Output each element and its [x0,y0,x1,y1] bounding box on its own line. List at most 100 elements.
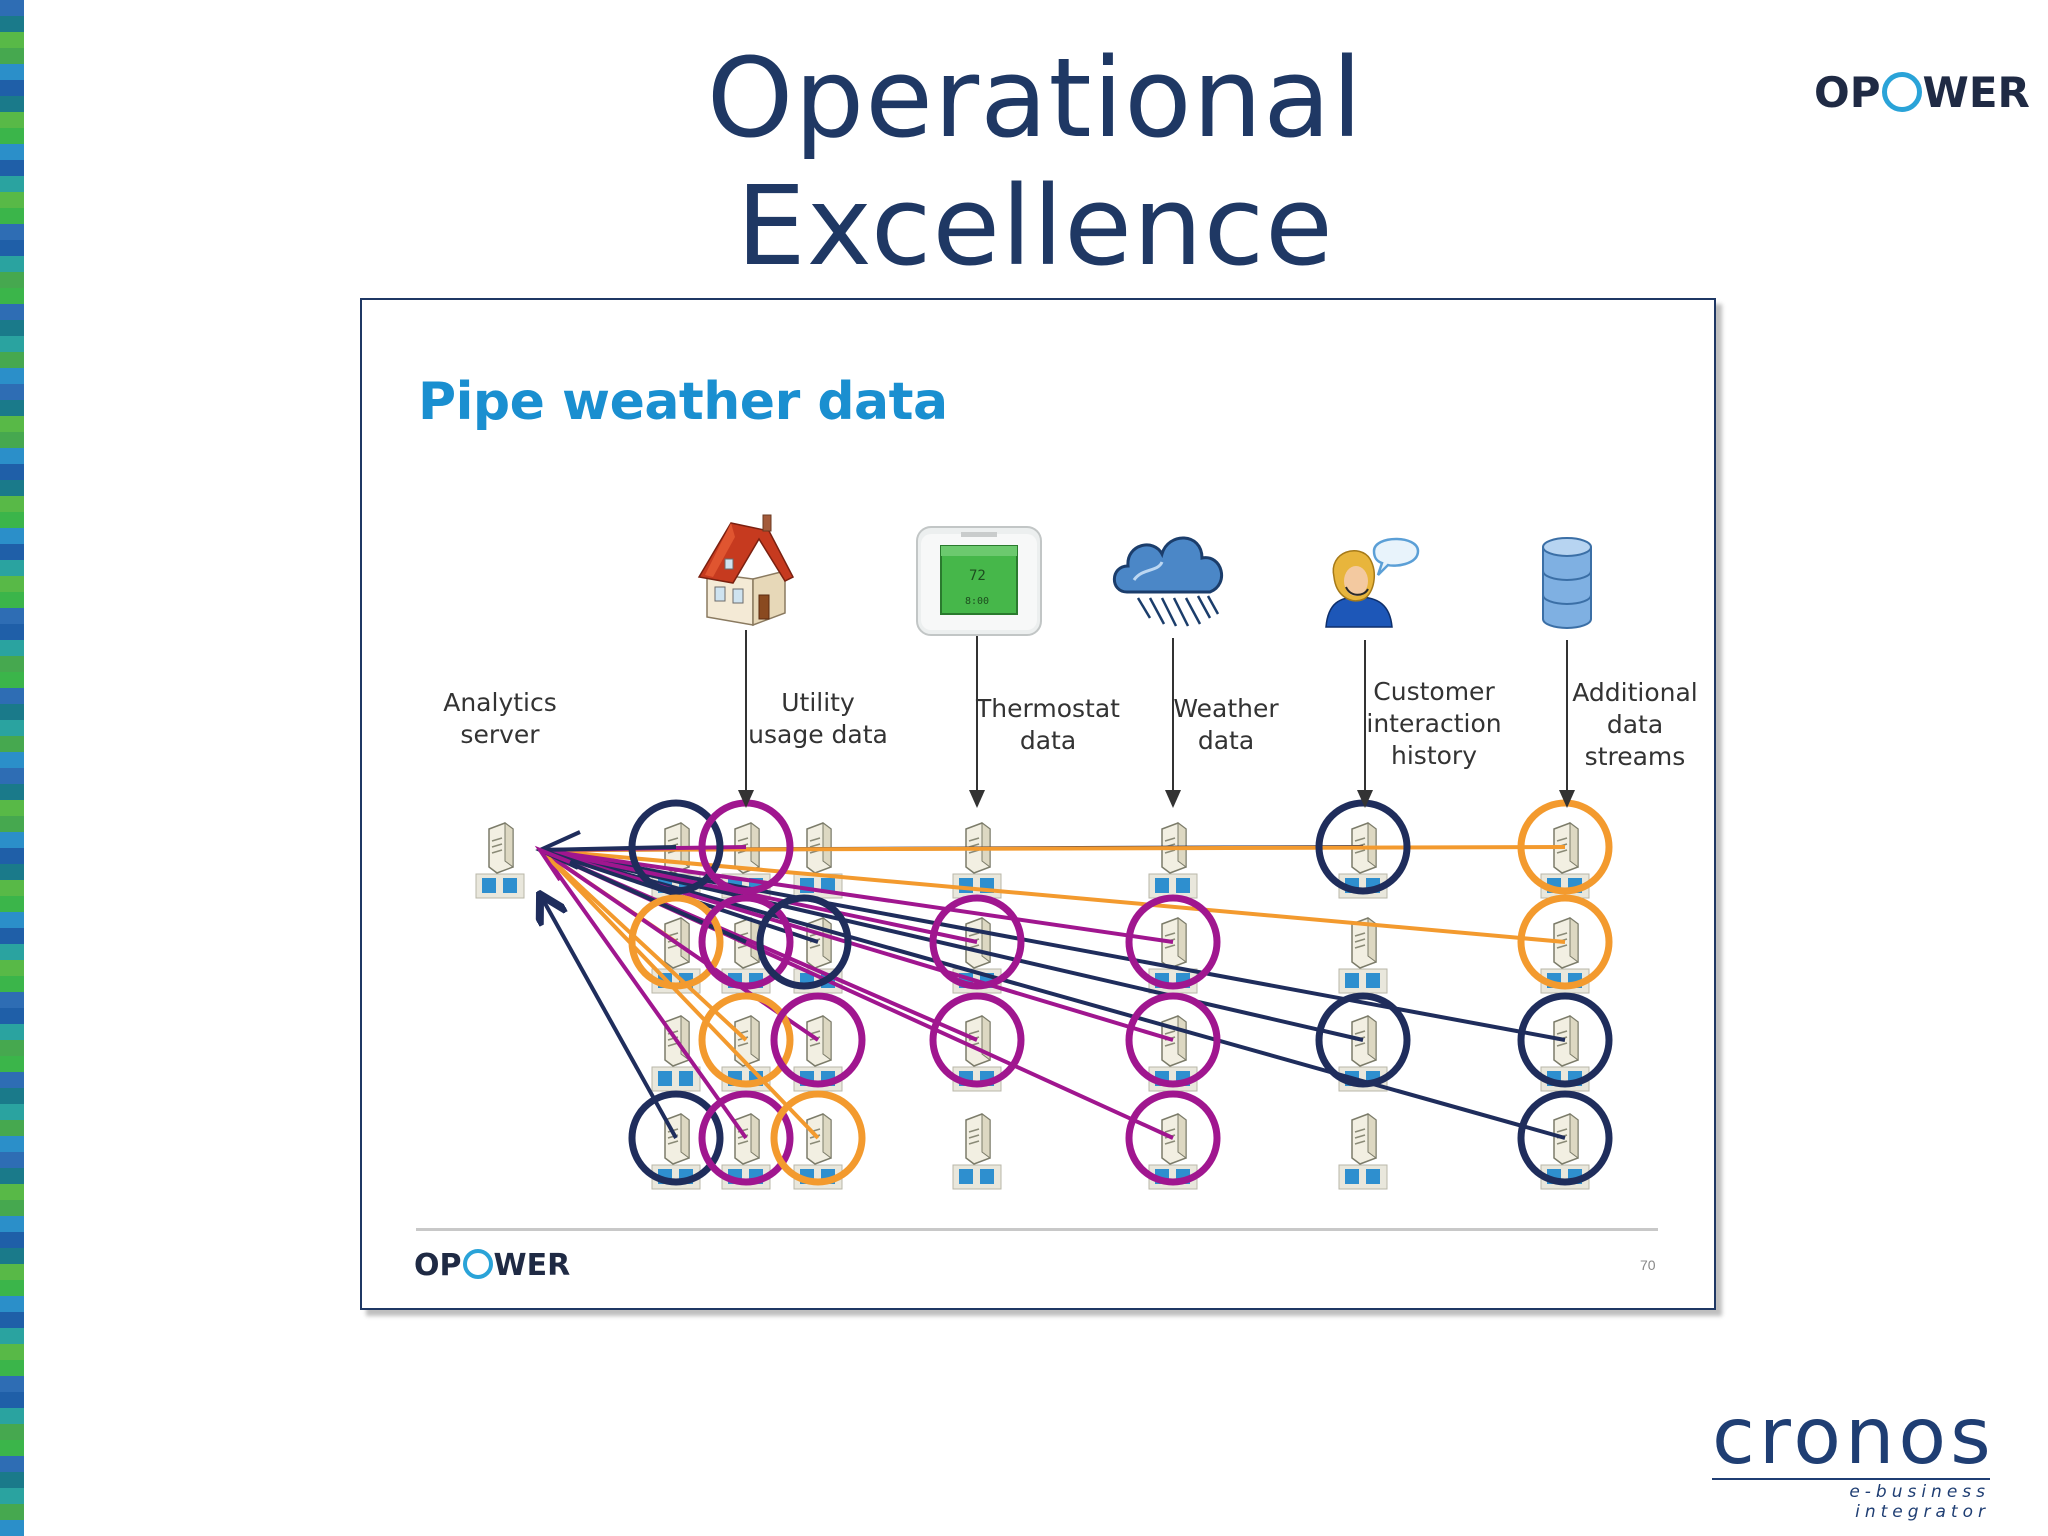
highlight-ring [698,1090,794,1186]
strip-segment [0,416,24,432]
server-icon [1351,1015,1377,1067]
connection-line [540,848,1566,944]
strip-segment [0,672,24,688]
server-icon [1351,1113,1377,1165]
strip-segment [0,1040,24,1056]
strip-segment [0,512,24,528]
strip-segment [0,1328,24,1344]
strip-segment [0,1008,24,1024]
strip-segment [0,1408,24,1424]
slide-frame [360,298,1716,1310]
company-name: cronos [1712,1392,1995,1482]
strip-segment [0,960,24,976]
strip-segment [0,336,24,352]
highlight-ring [929,894,1025,990]
source-label-weather: data [1198,726,1254,755]
strip-segment [0,704,24,720]
strip-segment [0,1264,24,1280]
highlight-ring [628,799,724,895]
strip-segment [0,560,24,576]
svg-text:8:00: 8:00 [965,596,989,607]
strip-segment [0,576,24,592]
source-label-additional: data [1607,710,1663,739]
server-icon [1161,1113,1187,1165]
strip-segment [0,48,24,64]
server-icon [1161,1015,1187,1067]
strip-segment [0,1280,24,1296]
server-icon [1553,1015,1579,1067]
strip-segment [0,176,24,192]
source-label-analytics: server [460,720,540,749]
strip-segment [0,1216,24,1232]
strip-segment [0,1024,24,1040]
strip-segment [0,1232,24,1248]
strip-segment [0,1184,24,1200]
connection-line [539,848,748,1140]
arrow-head [534,845,571,882]
page-number: 70 [1640,1257,1656,1273]
strip-segment [0,1376,24,1392]
strip-segment [0,1056,24,1072]
strip-segment [0,1296,24,1312]
strip-segment [0,400,24,416]
strip-segment [0,1200,24,1216]
strip-segment [0,928,24,944]
strip-segment [0,1248,24,1264]
server-icon [806,1015,832,1067]
strip-segment [0,768,24,784]
highlight-ring [698,992,794,1088]
source-label-additional: streams [1585,742,1686,771]
strip-segment [0,1440,24,1456]
house-icon [697,514,795,627]
strip-segment [0,1088,24,1104]
server-icon [965,1113,991,1165]
server-icon [488,822,514,874]
strip-segment [0,64,24,80]
strip-segment [0,432,24,448]
strip-segment [0,240,24,256]
server-icon [965,917,991,969]
strip-segment [0,640,24,656]
server-base [952,1164,1002,1190]
strip-segment [0,1392,24,1408]
strip-segment [0,1456,24,1472]
cronos-logo: cronos e-business integrator [1712,1398,1995,1522]
strip-segment [0,0,24,16]
strip-segment [0,624,24,640]
source-label-customer: interaction [1366,709,1501,738]
page-title: Operational Excellence [706,34,1364,290]
strip-segment [0,1312,24,1328]
server-icon [1553,1113,1579,1165]
strip-segment [0,832,24,848]
highlight-ring [1517,992,1613,1088]
highlight-ring [628,1090,724,1186]
strip-segment [0,736,24,752]
source-label-utility: usage data [748,720,888,749]
strip-segment [0,800,24,816]
highlight-ring [1517,1090,1613,1186]
strip-segment [0,784,24,800]
connection-line [540,845,677,852]
strip-segment [0,368,24,384]
highlight-ring [770,992,866,1088]
highlight-ring [1315,992,1411,1088]
strip-segment [0,656,24,672]
strip-segment [0,896,24,912]
strip-segment [0,864,24,880]
highlight-ring [1125,992,1221,1088]
connection-line [540,848,1364,1042]
strip-segment [0,208,24,224]
strip-segment [0,192,24,208]
source-label-analytics: Analytics [443,688,557,717]
strip-segment [0,1360,24,1376]
strip-segment [0,288,24,304]
highlight-ring [1125,894,1221,990]
strip-segment [0,224,24,240]
strip-segment [0,80,24,96]
rain-cloud-icon [1112,536,1223,627]
thermostat-icon: 72 8:00 [916,526,1042,636]
connection-line [540,848,978,944]
